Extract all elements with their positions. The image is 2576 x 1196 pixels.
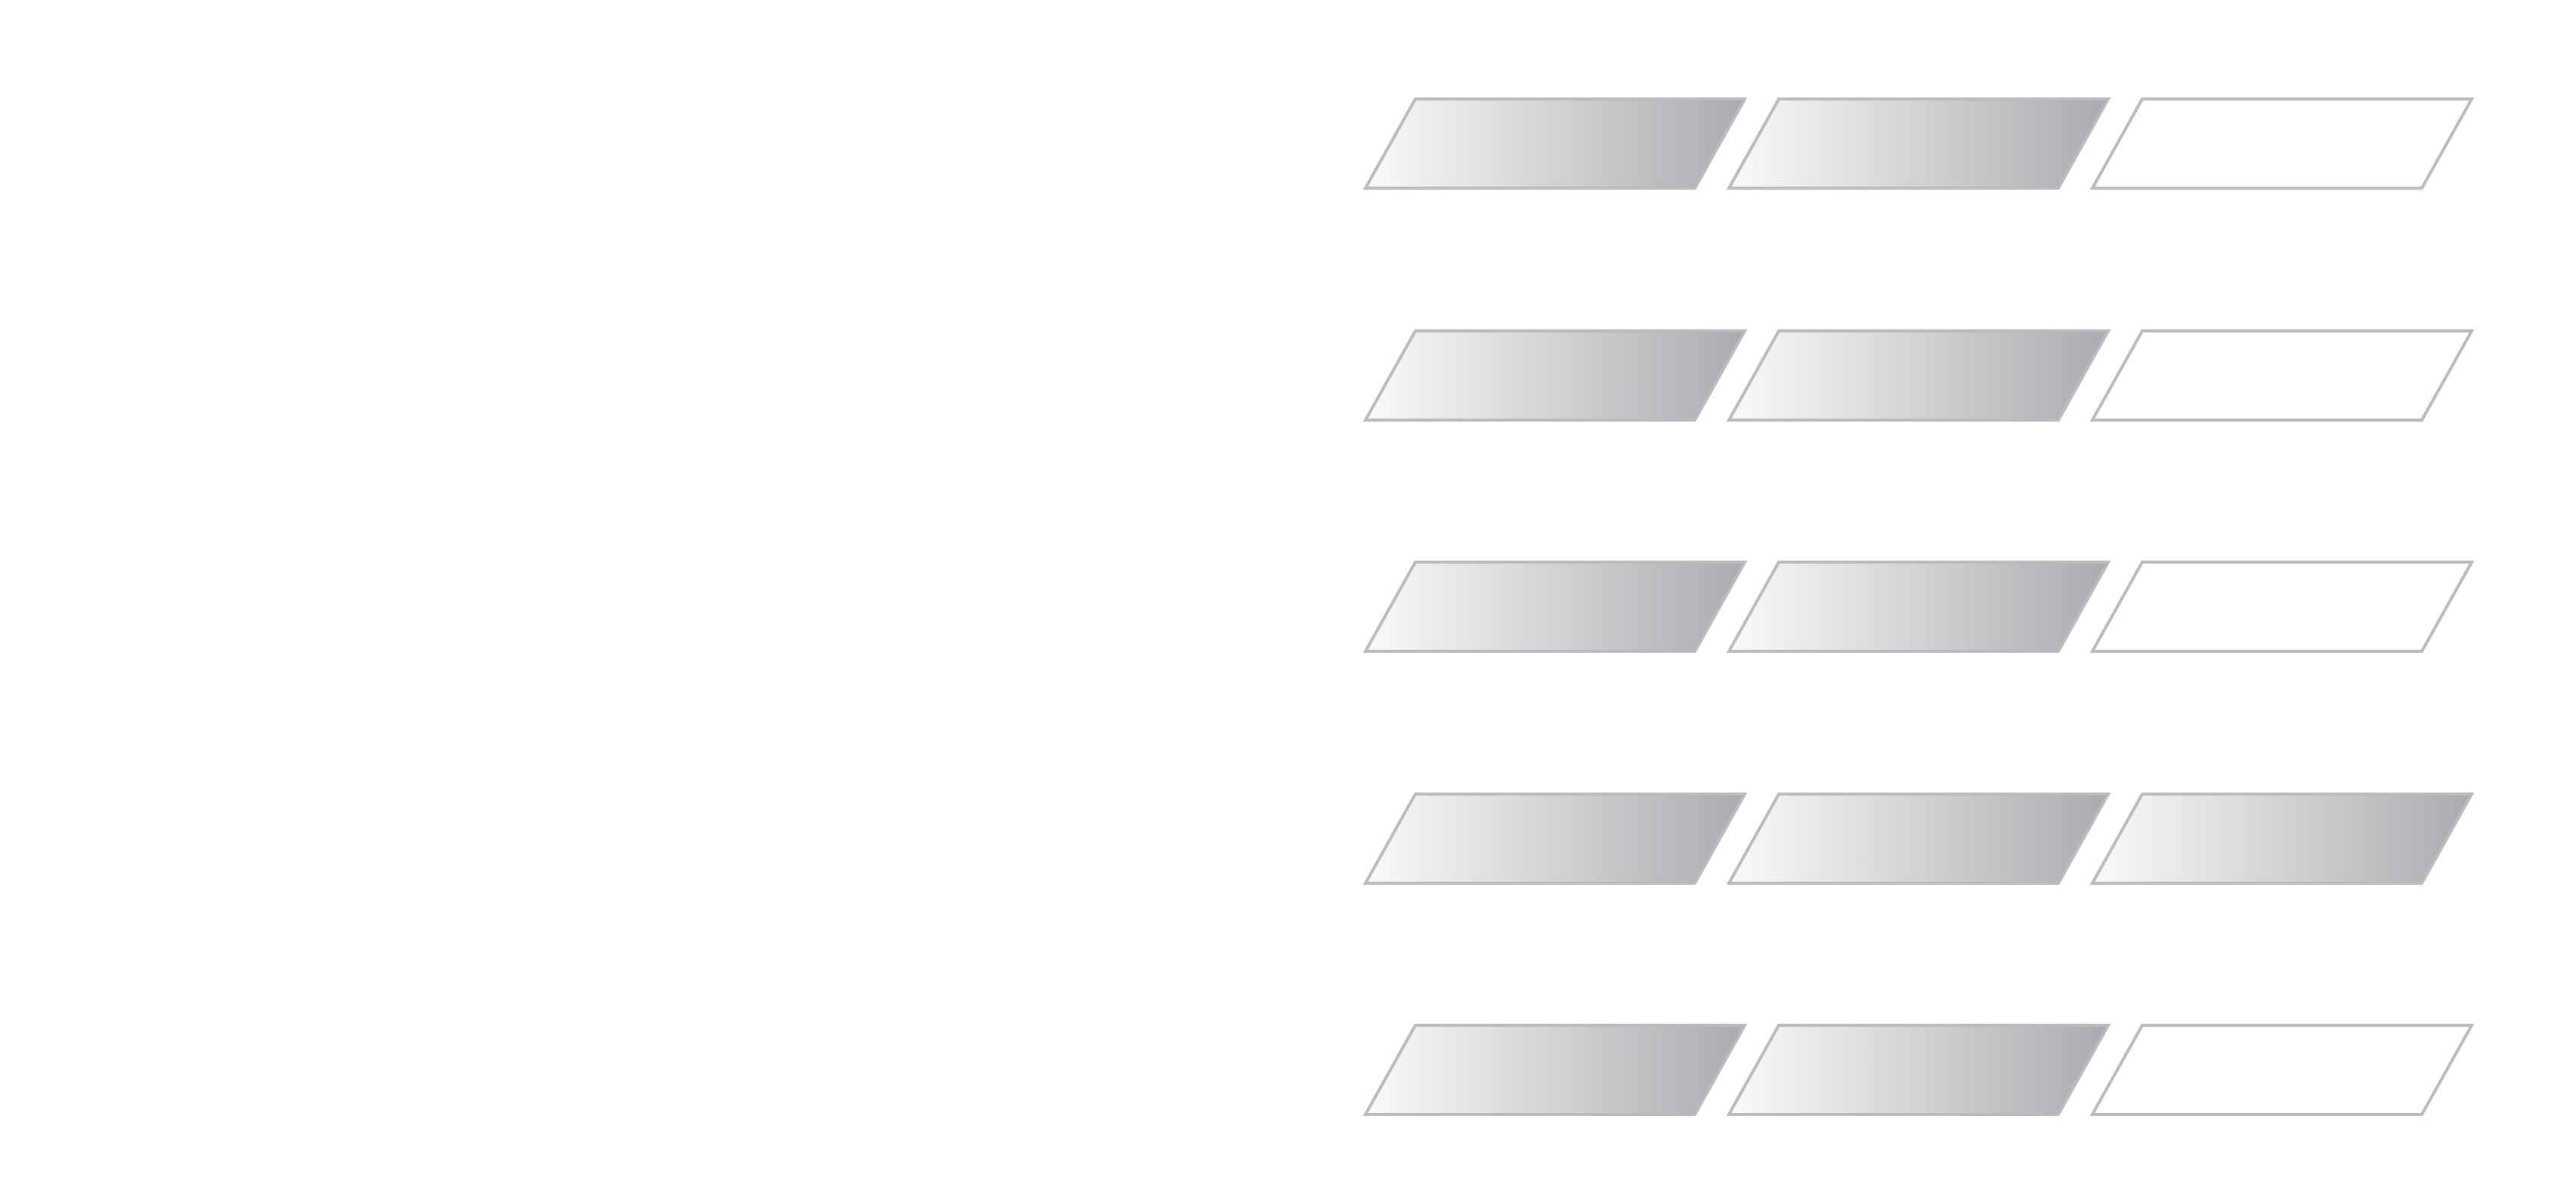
rating-segment-filled — [1726, 1024, 2111, 1116]
rating-segment-empty — [2089, 329, 2475, 422]
rating-segment-filled — [1726, 561, 2111, 653]
rating-row — [1362, 1024, 2475, 1116]
rating-row — [1362, 329, 2475, 422]
rating-segment-filled — [1726, 329, 2111, 422]
rating-segment-filled — [1362, 561, 1748, 653]
rating-segment-filled — [1362, 793, 1748, 885]
rating-row — [1362, 793, 2475, 885]
rating-segment-filled — [1362, 1024, 1748, 1116]
rating-rows — [1362, 97, 2475, 1116]
rating-segment-filled — [1726, 793, 2111, 885]
rating-row — [1362, 561, 2475, 653]
rating-segment-filled — [2089, 793, 2475, 885]
rating-segment-empty — [2089, 561, 2475, 653]
rating-segment-empty — [2089, 97, 2475, 190]
rating-segment-filled — [1362, 329, 1748, 422]
rating-segment-filled — [1726, 97, 2111, 190]
rating-segment-empty — [2089, 1024, 2475, 1116]
rating-segment-filled — [1362, 97, 1748, 190]
rating-row — [1362, 97, 2475, 190]
